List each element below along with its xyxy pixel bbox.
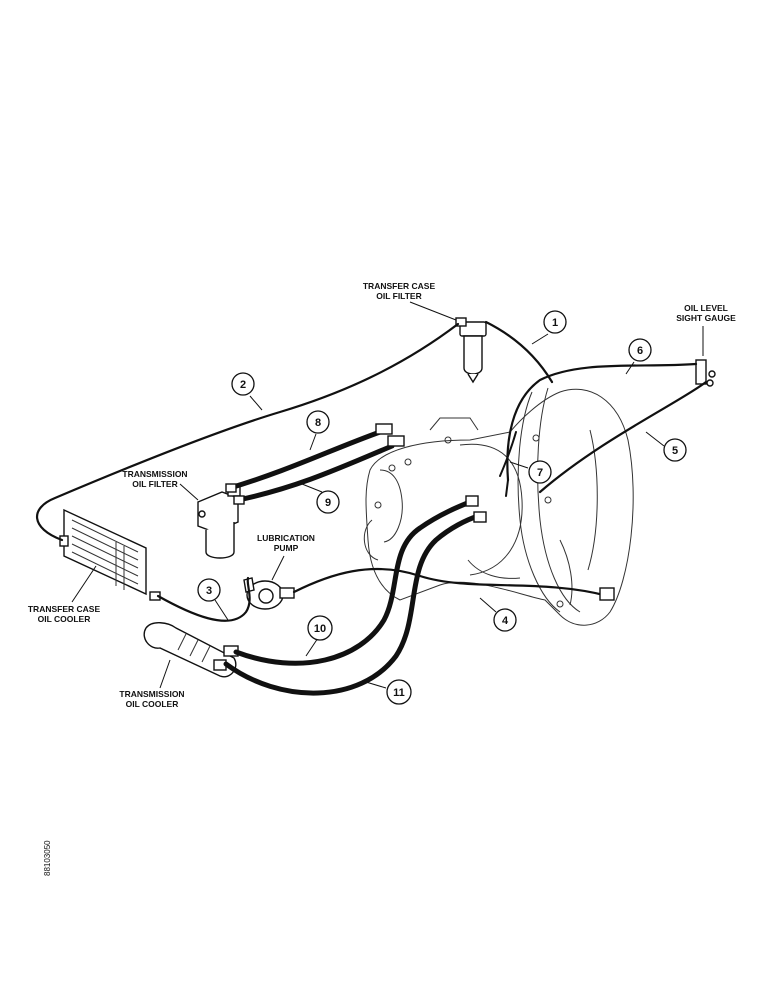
transmission-housing [363,387,634,626]
hoses [36,320,708,696]
hose-3 [156,576,251,622]
label-oil-level-sight-gauge: OIL LEVEL SIGHT GAUGE [676,303,736,356]
svg-text:1: 1 [552,317,558,329]
svg-text:SIGHT GAUGE: SIGHT GAUGE [676,313,736,323]
svg-text:7: 7 [537,467,543,479]
svg-text:8: 8 [315,417,321,429]
hose-1 [484,320,554,384]
svg-text:9: 9 [325,497,331,509]
hose-4 [292,567,610,598]
transfer-case-oil-filter [455,317,487,384]
hose-6 [506,362,698,482]
svg-text:5: 5 [672,445,678,457]
callout-9: 9 [301,483,340,514]
callout-5: 5 [645,431,687,462]
label-transmission-oil-filter: TRANSMISSION OIL FILTER [122,469,199,501]
callout-3: 3 [197,578,229,621]
callout-4: 4 [479,597,517,632]
svg-text:TRANSMISSION: TRANSMISSION [122,469,187,479]
svg-text:4: 4 [502,615,509,627]
callouts: 1 2 3 4 5 6 7 [197,310,687,705]
label-transmission-oil-cooler: TRANSMISSION OIL COOLER [119,659,185,709]
svg-text:2: 2 [240,379,246,391]
callout-1: 1 [531,310,567,345]
callout-6: 6 [625,338,652,375]
callout-7: 7 [509,460,552,484]
hose-7 [499,431,517,477]
callout-11: 11 [365,679,412,705]
label-lubrication-pump: LUBRICATION PUMP [257,533,315,581]
svg-text:10: 10 [314,623,326,635]
hose-5 [538,380,708,494]
label-transfer-case-oil-filter: TRANSFER CASE OIL FILTER [363,281,457,321]
transmission-oil-cooler [143,622,239,678]
svg-text:OIL COOLER: OIL COOLER [38,614,91,624]
svg-text:LUBRICATION: LUBRICATION [257,533,315,543]
svg-text:3: 3 [206,585,212,597]
svg-text:OIL COOLER: OIL COOLER [126,699,179,709]
label-transfer-case-oil-cooler: TRANSFER CASE OIL COOLER [28,565,101,624]
svg-text:TRANSFER CASE: TRANSFER CASE [363,281,436,291]
figure-id: 88103050 [43,840,52,876]
svg-text:PUMP: PUMP [274,543,299,553]
lubrication-pump [243,577,295,610]
svg-text:TRANSMISSION: TRANSMISSION [119,689,184,699]
svg-text:OIL FILTER: OIL FILTER [376,291,422,301]
svg-text:OIL FILTER: OIL FILTER [132,479,178,489]
transfer-case-oil-cooler [59,508,161,601]
callout-2: 2 [231,372,263,411]
callout-8: 8 [306,410,330,451]
svg-text:TRANSFER CASE: TRANSFER CASE [28,604,101,614]
svg-text:11: 11 [393,687,405,699]
callout-10: 10 [305,615,333,657]
svg-text:OIL LEVEL: OIL LEVEL [684,303,728,313]
hose-2 [36,322,460,542]
transmission-oil-filter [197,485,241,559]
oil-level-sight-gauge [695,359,716,387]
svg-text:6: 6 [637,345,643,357]
